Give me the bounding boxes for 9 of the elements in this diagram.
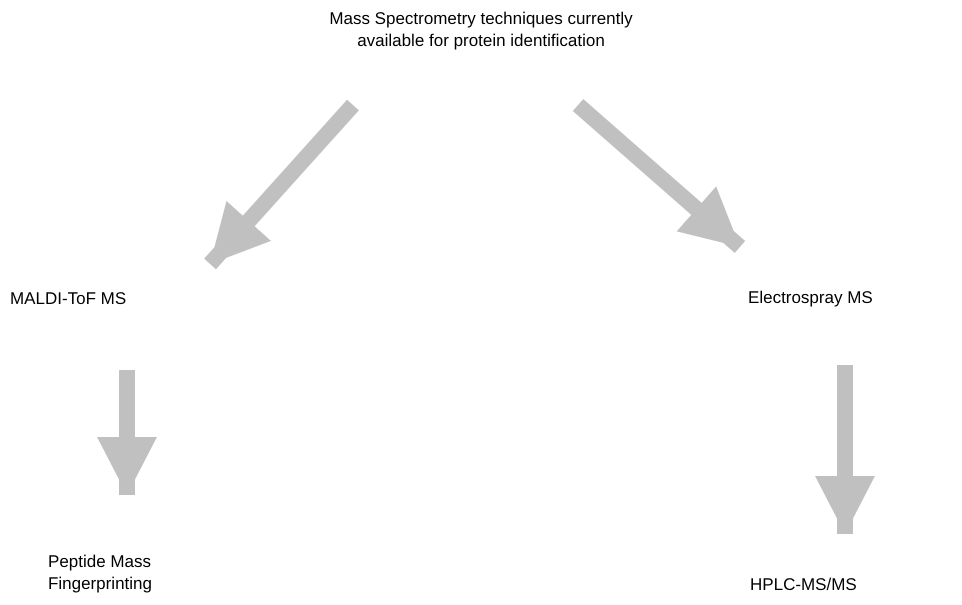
arrow [204,100,359,270]
diagram-heading: Mass Spectrometry techniques currently available for protein identification [226,8,736,107]
technique-label: MALDI-ToF MS [10,262,200,372]
arrow [97,370,157,495]
technique-label: HPLC-MS/MS [750,532,920,598]
arrow [815,365,875,534]
arrow [572,98,746,254]
technique-label: Electrospray MS [748,245,928,367]
technique-label: Peptide Mass Fingerprinting [48,493,208,597]
